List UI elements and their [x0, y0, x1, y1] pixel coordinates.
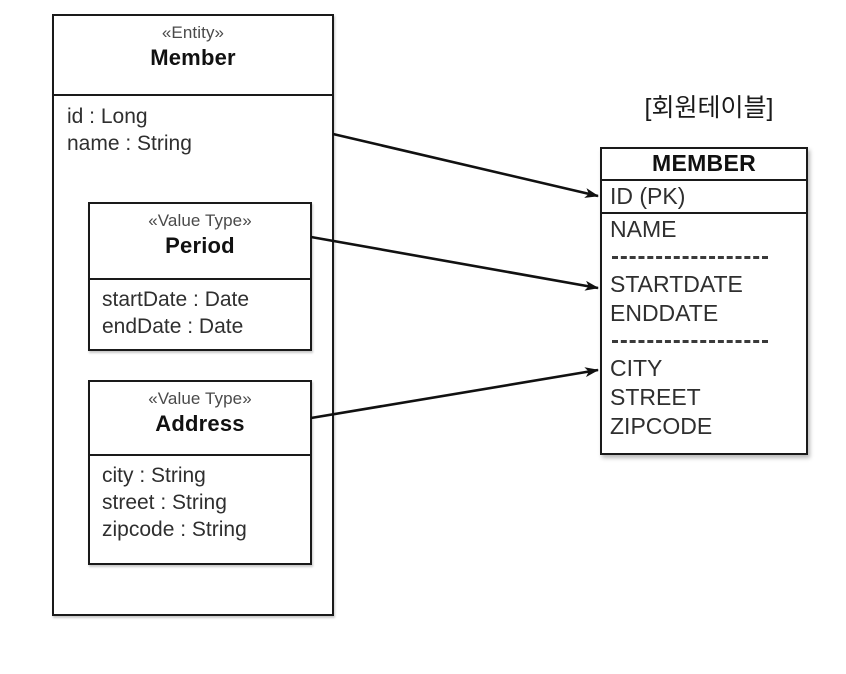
period-attribute: endDate : Date — [102, 315, 244, 338]
member-attribute: name : String — [67, 132, 192, 155]
period-attributes: startDate : Date endDate : Date — [90, 280, 310, 340]
member-type-name: Member — [150, 45, 236, 70]
db-column: ENDDATE — [610, 300, 719, 326]
address-attribute: zipcode : String — [102, 518, 247, 541]
address-header: «Value Type» Address — [90, 382, 310, 456]
db-table-columns: NAME STARTDATE ENDDATE CITY STREET ZIPCO… — [602, 214, 806, 441]
address-type-name: Address — [155, 411, 245, 436]
address-attributes: city : String street : String zipcode : … — [90, 456, 310, 543]
db-column: STREET — [610, 384, 701, 410]
column-group-separator — [610, 244, 806, 270]
db-column: ZIPCODE — [610, 413, 713, 439]
period-header: «Value Type» Period — [90, 204, 310, 280]
db-column: STARTDATE — [610, 271, 743, 297]
member-header: «Entity» Member — [54, 16, 332, 96]
column-group-separator — [610, 328, 806, 354]
member-attribute: id : Long — [67, 105, 148, 128]
db-column: NAME — [610, 216, 677, 242]
address-attribute: street : String — [102, 491, 227, 514]
uml-class-member[interactable]: «Entity» Member id : Long name : String … — [52, 14, 334, 616]
arrow-period-to-startdate — [310, 235, 599, 291]
db-column: CITY — [610, 355, 663, 381]
db-table-member[interactable]: MEMBER ID (PK) NAME STARTDATE ENDDATE CI… — [600, 147, 808, 455]
address-attribute: city : String — [102, 464, 206, 487]
uml-class-address[interactable]: «Value Type» Address city : String stree… — [88, 380, 312, 565]
uml-class-period[interactable]: «Value Type» Period startDate : Date end… — [88, 202, 312, 351]
period-attribute: startDate : Date — [102, 288, 250, 311]
address-stereotype: «Value Type» — [148, 389, 252, 408]
arrow-member-to-id — [332, 132, 599, 198]
period-type-name: Period — [165, 233, 235, 258]
arrow-address-to-city — [310, 367, 599, 420]
member-stereotype: «Entity» — [161, 23, 225, 42]
db-table-name: MEMBER — [602, 149, 806, 181]
period-stereotype: «Value Type» — [148, 211, 252, 230]
db-column-primary-key: ID (PK) — [602, 181, 806, 214]
member-attributes: id : Long name : String — [54, 96, 332, 614]
table-caption: [회원테이블] — [644, 94, 774, 122]
